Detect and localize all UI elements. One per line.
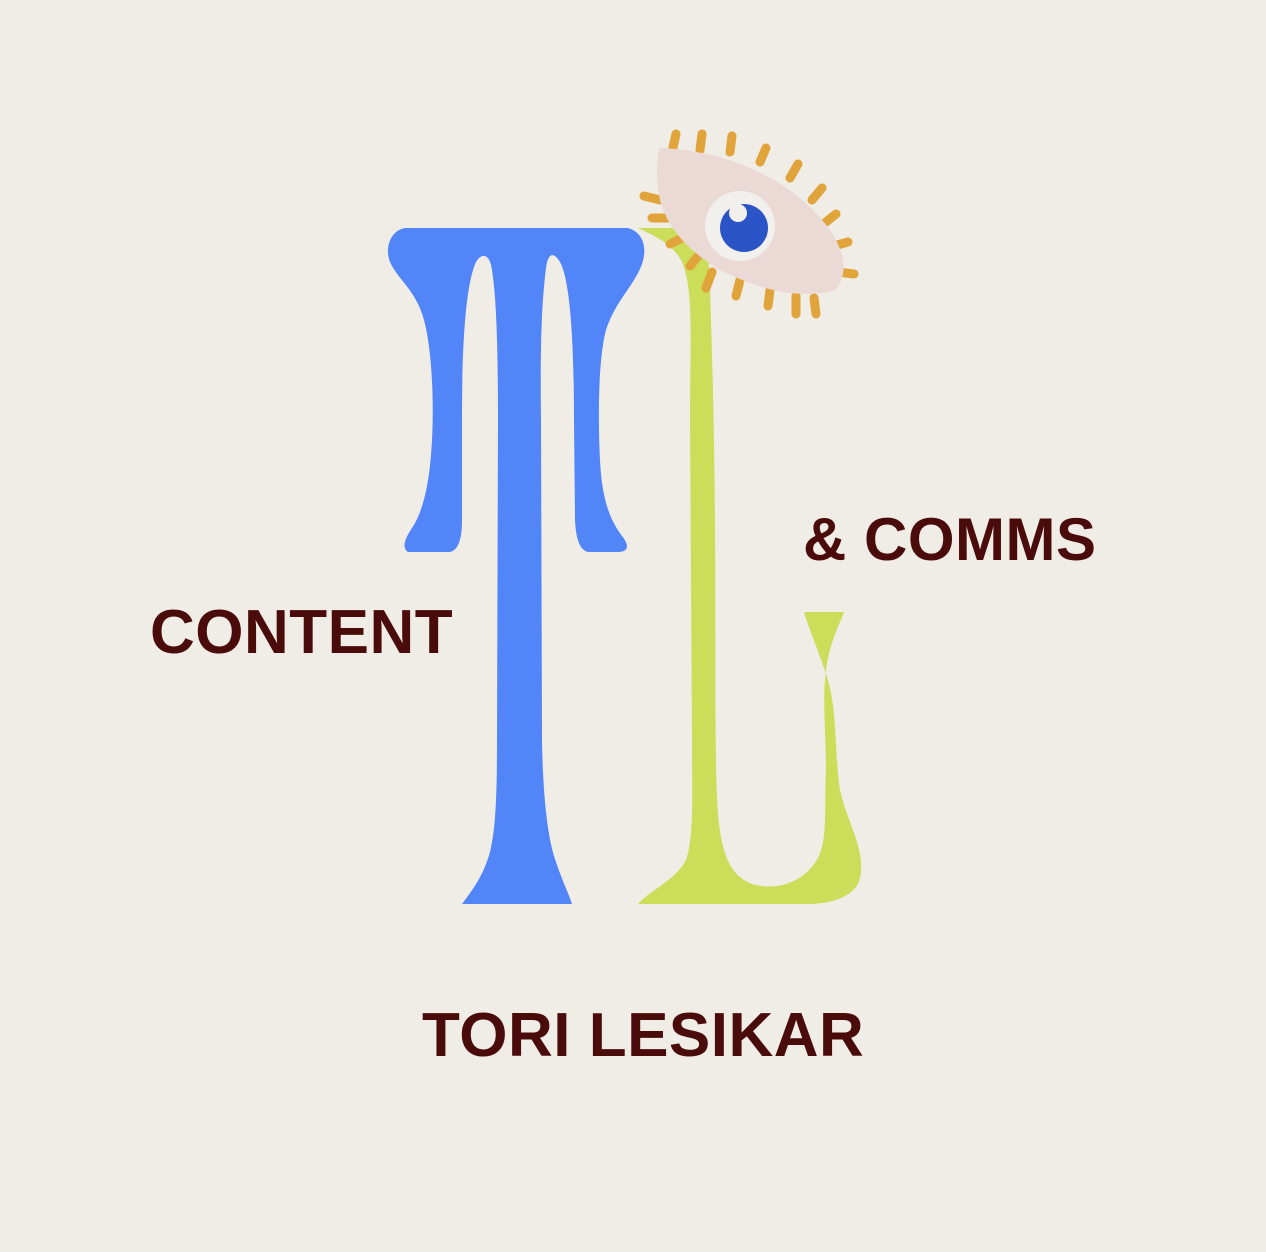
comms-label: & COMMS [803,506,1097,573]
t-letter-shape [387,228,645,904]
name-label: TORI LESIKAR [422,1001,865,1070]
eye-icon [639,129,859,319]
content-label: CONTENT [150,598,454,667]
l-letter-shape [638,228,862,904]
